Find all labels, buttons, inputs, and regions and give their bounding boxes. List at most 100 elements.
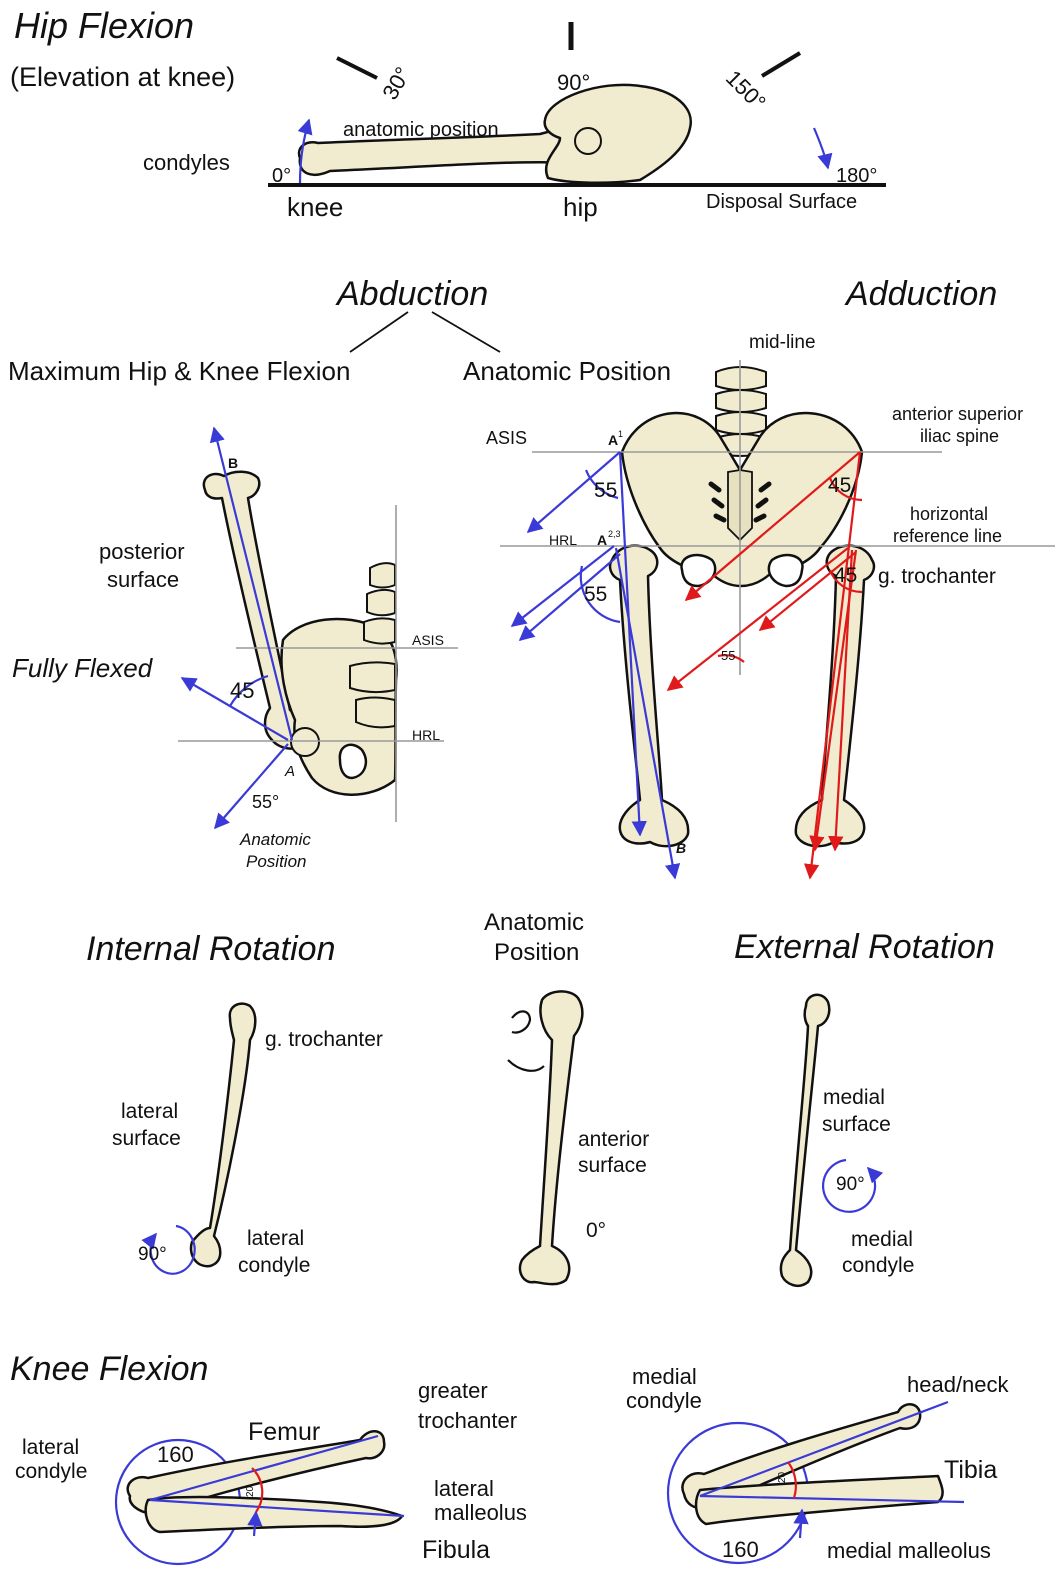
internal-rotation-title: Internal Rotation bbox=[86, 930, 336, 968]
greater-trochanter-2: trochanter bbox=[418, 1408, 517, 1433]
disposal-surface-label: Disposal Surface bbox=[706, 191, 857, 213]
femur-left bbox=[610, 546, 688, 846]
label-b-left: B bbox=[228, 455, 238, 471]
obturator-foramen bbox=[340, 745, 366, 778]
lateral-surface-2: surface bbox=[112, 1127, 181, 1150]
medial-malleolus-label: medial malleolus bbox=[827, 1538, 991, 1563]
g-trochanter-label: g. trochanter bbox=[878, 565, 996, 588]
surface-label: surface bbox=[107, 567, 179, 592]
anatomic-caption: Anatomic bbox=[239, 830, 311, 849]
hrl-label-right: HRL bbox=[549, 532, 577, 548]
angle-160-right: 160 bbox=[722, 1537, 759, 1562]
fibula-label: Fibula bbox=[422, 1536, 490, 1564]
knee-flexion-title: Knee Flexion bbox=[10, 1350, 208, 1388]
angle-0-label: 0° bbox=[272, 165, 291, 187]
knee-flexion-section: Knee Flexion lateral condyle Femur 160 2… bbox=[10, 1350, 1010, 1564]
lateral-condyle-knee-2: condyle bbox=[15, 1460, 87, 1483]
lateral-malleolus-2: malleolus bbox=[434, 1500, 527, 1525]
hrl-full-line2: reference line bbox=[893, 526, 1002, 546]
hip-flexion-section: Hip Flexion (Elevation at knee) 30° 90° … bbox=[10, 5, 886, 222]
external-rotation-title: External Rotation bbox=[734, 928, 995, 966]
hip-flexion-title: Hip Flexion bbox=[14, 5, 194, 46]
angle-180-arrow bbox=[814, 128, 828, 168]
lateral-malleolus-1: lateral bbox=[434, 1476, 494, 1501]
angle-45a-label: 45 bbox=[828, 474, 851, 497]
asis-full-line2: iliac spine bbox=[920, 426, 999, 446]
hip-label: hip bbox=[563, 192, 598, 222]
anterior-surface-1: anterior bbox=[578, 1128, 649, 1151]
asis-label-left: ASIS bbox=[412, 632, 444, 648]
medial-condyle-1: medial bbox=[851, 1228, 913, 1251]
femur-external bbox=[781, 995, 829, 1286]
lateral-condyle-2: condyle bbox=[238, 1254, 310, 1277]
medial-condyle-knee-1: medial bbox=[632, 1364, 697, 1389]
rotation-section: Internal Rotation Anatomic Position Exte… bbox=[86, 909, 995, 1286]
max-flexion-label: Maximum Hip & Knee Flexion bbox=[8, 356, 350, 386]
angle-160-left: 160 bbox=[157, 1442, 194, 1467]
medial-surface-1: medial bbox=[823, 1086, 885, 1109]
femur-anatomic bbox=[520, 991, 582, 1284]
medial-surface-2: surface bbox=[822, 1113, 891, 1136]
hrl-label-left: HRL bbox=[412, 727, 440, 743]
hrl-full-line1: horizontal bbox=[910, 504, 988, 524]
angle-55c-label: 55 bbox=[721, 648, 735, 663]
knee-label: knee bbox=[287, 192, 343, 222]
label-b-right: B bbox=[676, 840, 686, 856]
medial-condyle-2: condyle bbox=[842, 1254, 914, 1277]
a1-label: A bbox=[608, 432, 618, 448]
angle-180-label: 180° bbox=[836, 165, 877, 187]
lateral-condyle-1: lateral bbox=[247, 1227, 304, 1250]
adduction-title: Adduction bbox=[844, 275, 997, 313]
g-trochanter-rotation: g. trochanter bbox=[265, 1028, 383, 1051]
a23-superscript: 2,3 bbox=[608, 529, 621, 539]
medial-condyle-knee-2: condyle bbox=[626, 1388, 702, 1413]
anterior-surface-2: surface bbox=[578, 1154, 647, 1177]
greater-trochanter-1: greater bbox=[418, 1378, 488, 1403]
internal-angle-label: 90° bbox=[138, 1244, 167, 1265]
a1-superscript: 1 bbox=[618, 429, 623, 439]
angle-150-label: 150° bbox=[721, 65, 771, 115]
external-angle-label: 90° bbox=[836, 1174, 865, 1195]
obturator-right bbox=[769, 555, 803, 586]
hip-flexion-subtitle: (Elevation at knee) bbox=[10, 62, 235, 92]
acetabulum bbox=[291, 728, 319, 756]
angle-45b-label: 45 bbox=[834, 564, 857, 587]
angle-55a-label: 55 bbox=[594, 479, 617, 502]
lateral-surface-1: lateral bbox=[121, 1100, 178, 1123]
abduction-section: Abduction Maximum Hip & Knee Flexion Ana… bbox=[8, 275, 671, 871]
head-neck-label: head/neck bbox=[907, 1372, 1010, 1397]
midline-label: mid-line bbox=[749, 332, 816, 353]
anatomic-position-arrow bbox=[215, 744, 288, 828]
angle-150-tick bbox=[762, 53, 800, 76]
femur-label: Femur bbox=[248, 1418, 320, 1446]
abduction-title: Abduction bbox=[335, 275, 488, 313]
asis-full-line1: anterior superior bbox=[892, 404, 1023, 424]
angle-30-label: 30° bbox=[377, 63, 415, 104]
label-a: A bbox=[284, 763, 295, 780]
femur-internal bbox=[191, 1004, 255, 1267]
tibia-label: Tibia bbox=[944, 1456, 997, 1484]
anatomic-label-1: Anatomic bbox=[484, 909, 584, 936]
zero-degree-label: 0° bbox=[586, 1219, 606, 1242]
posterior-label: posterior bbox=[99, 539, 185, 564]
anatomic-label-2: Position bbox=[494, 939, 579, 966]
angle-20-left: 20 bbox=[245, 1485, 256, 1497]
lateral-condyle-knee-1: lateral bbox=[22, 1436, 79, 1459]
abduction-branch-right bbox=[432, 312, 500, 352]
angle-55b-label: 55 bbox=[584, 583, 607, 606]
angle-45-label: 45 bbox=[230, 678, 254, 703]
condyles-label: condyles bbox=[143, 150, 230, 175]
pelvis-side bbox=[545, 85, 691, 183]
angle-55-label: 55° bbox=[252, 792, 279, 812]
hip-joint bbox=[575, 128, 601, 154]
a23-label: A bbox=[597, 532, 607, 548]
pelvis-fragment bbox=[508, 1011, 544, 1070]
position-caption: Position bbox=[246, 852, 306, 871]
angle-30-tick bbox=[337, 58, 377, 78]
abduction-branch-left bbox=[350, 312, 408, 352]
obturator-left bbox=[681, 555, 715, 586]
fully-flexed-label: Fully Flexed bbox=[12, 653, 154, 683]
anatomic-position-heading: Anatomic Position bbox=[463, 356, 671, 386]
